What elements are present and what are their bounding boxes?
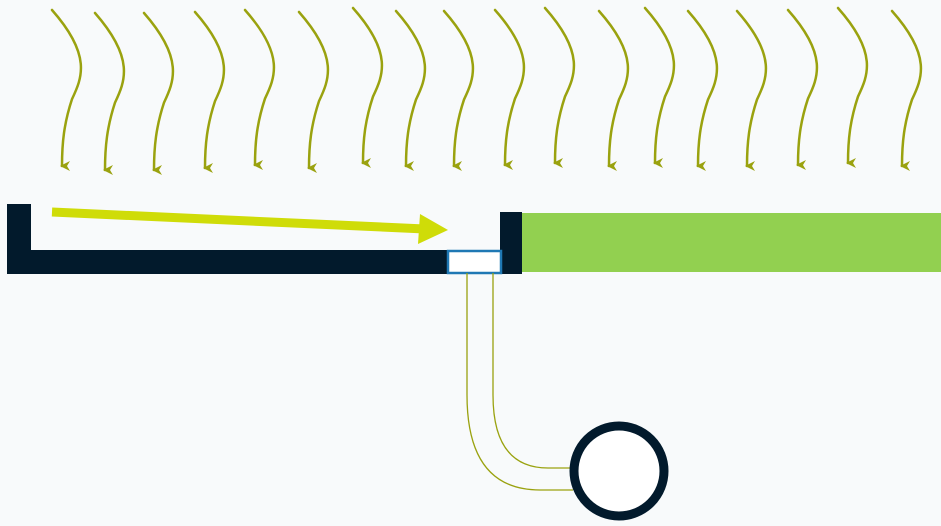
rain-arrow-icon bbox=[643, 6, 676, 169]
flow-arrow-icon bbox=[51, 207, 448, 244]
gutter-left-wall bbox=[7, 204, 31, 252]
rain-arrow-icon bbox=[543, 6, 576, 169]
rain-arrow-icon bbox=[597, 9, 630, 172]
gutter-base bbox=[7, 250, 447, 274]
drain-outlet bbox=[446, 249, 503, 275]
rain-arrow-icon bbox=[735, 9, 768, 172]
downpipe bbox=[466, 273, 573, 491]
rain-arrow-icon bbox=[686, 9, 719, 172]
rain-arrow-icon bbox=[493, 8, 526, 171]
green-roof bbox=[522, 213, 941, 272]
rain-arrow-icon bbox=[442, 9, 475, 172]
rain-arrow-icon bbox=[243, 8, 276, 171]
gutter bbox=[7, 204, 522, 275]
rain-arrow-icon bbox=[50, 8, 83, 172]
rain-arrow-icon bbox=[836, 6, 869, 169]
rain-arrow-icon bbox=[394, 9, 427, 172]
rain-arrow-icon bbox=[142, 11, 175, 176]
gutter-right-wall bbox=[500, 212, 522, 274]
rain-arrow-icon bbox=[297, 10, 330, 174]
rain-arrow-icon bbox=[193, 10, 226, 174]
rain-arrow-icon bbox=[890, 9, 923, 172]
rain-arrow-icon bbox=[351, 6, 384, 169]
rain-arrows bbox=[50, 6, 923, 176]
storage-tank-icon bbox=[569, 421, 669, 521]
rain-arrow-icon bbox=[93, 11, 126, 176]
rain-arrow-icon bbox=[786, 8, 819, 171]
